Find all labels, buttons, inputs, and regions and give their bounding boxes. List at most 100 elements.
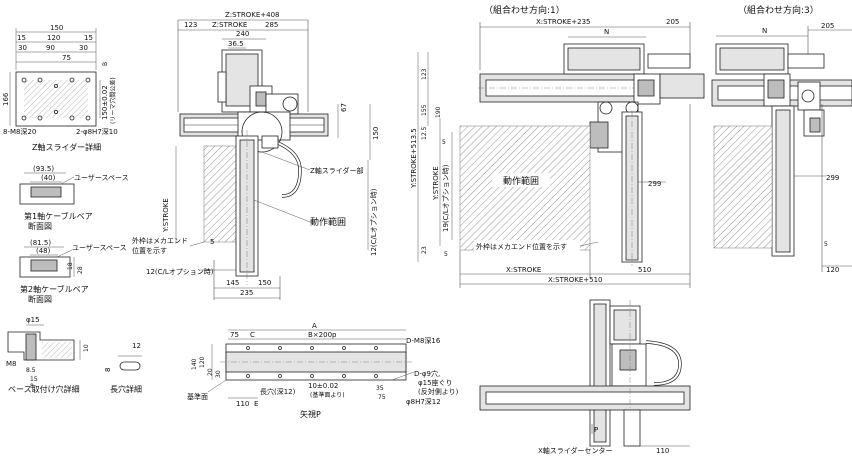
- dim-123-top: 123: [421, 68, 428, 80]
- dim-z-stroke: Z:STROKE: [212, 21, 247, 29]
- dim-75: 75: [62, 54, 71, 62]
- dim-36-5: 36.5: [228, 40, 244, 48]
- x-slider-center: X軸スライダーセンター: [538, 446, 613, 455]
- dim-C: C: [250, 331, 255, 339]
- tol-10: 10±0.02: [308, 382, 338, 390]
- dim-N-right: N: [762, 27, 767, 35]
- dim-67: 67: [340, 103, 348, 112]
- dim-299-right: 299: [826, 174, 839, 182]
- dim-15-base: 15: [30, 376, 38, 383]
- top-view-direction-3: N 205 299 5 120: [711, 22, 852, 274]
- tol-note: (基準面より): [310, 391, 345, 399]
- dim-15b: 15: [84, 34, 93, 42]
- dim-110-bottom: 110: [236, 400, 249, 408]
- dim-30a: 30: [18, 44, 27, 52]
- holes-line3: (反対側より): [418, 387, 459, 396]
- pin-2-phi8: 2-φ8H7深10: [76, 127, 118, 136]
- dim-phi15: φ15: [26, 316, 40, 324]
- holes-line2: φ15座ぐり: [418, 378, 453, 387]
- dim-23: 23: [421, 246, 428, 254]
- tap-8-m8: 8-M8深20: [3, 127, 36, 136]
- dim-145: 145: [226, 279, 239, 287]
- bottom-view-arrow-p: A 75 C B×200p D-M8深16 140 120 20 30 基準面 …: [187, 322, 459, 419]
- cable-bear-2-section: (81.5) (48) ユーザースペース 18 28 第2軸ケーブルベア 断面図: [19, 239, 127, 304]
- dim-y-stroke-top: Y:STROKE: [432, 166, 440, 201]
- dim-N: N: [604, 28, 609, 36]
- dim-12-slot: 12: [132, 342, 141, 350]
- dim-5-side: 5: [210, 238, 214, 246]
- tap-d-m8: D-M8深16: [406, 336, 441, 345]
- dim-30b: 30: [79, 44, 88, 52]
- base-mounting-hole-detail: φ15 M8 10 8.5 15 8 ベース取付け穴詳細 12 8 長穴詳細: [6, 316, 142, 394]
- arrow-P: P: [594, 426, 598, 434]
- dim-5-top-b: 5: [444, 251, 448, 258]
- dim-tolerance-note: (リーマ穴間公差): [109, 77, 117, 124]
- dim-x-stroke-510: X:STROKE+510: [548, 276, 603, 284]
- dim-110-front: 110: [656, 447, 669, 455]
- dim-A: A: [312, 322, 317, 330]
- cable1-title-line1: 第1軸ケーブルベア: [24, 211, 93, 221]
- dim-m8: M8: [6, 360, 17, 368]
- dim-op-12: 12(C/Lオプション時): [370, 188, 378, 256]
- dim-190: 190: [435, 106, 442, 118]
- dim-205-right: 205: [821, 22, 834, 30]
- dim-y-stroke-513: Y:STROKE+513.5: [410, 128, 418, 189]
- dim-B: B: [102, 62, 109, 66]
- outer-frame-line1: 外枠はメカエンド: [132, 236, 188, 245]
- dim-150-bottom: 150: [258, 279, 271, 287]
- dim-240: 240: [236, 30, 249, 38]
- base-hole-title: ベース取付け穴詳細: [8, 384, 80, 394]
- front-view: P X軸スライダーセンター 110: [479, 299, 691, 455]
- cable2-user-space: ユーザースペース: [72, 244, 127, 252]
- header-direction-1: （組合わせ方向:1）: [484, 4, 565, 16]
- dim-75-bottom: 75: [230, 331, 239, 339]
- dim-150-tolerance: 150±0.02: [101, 85, 109, 120]
- z-slider-part: Z軸スライダー部: [310, 166, 364, 175]
- slot-detail-title: 長穴詳細: [110, 384, 142, 394]
- dim-510: 510: [638, 266, 651, 274]
- dim-B-200p: B×200p: [308, 331, 337, 339]
- dim-18: 18: [67, 262, 74, 270]
- dim-299: 299: [648, 180, 661, 188]
- dim-z-stroke-408: Z:STROKE+408: [225, 11, 280, 19]
- z-slider-detail: 150 15 120 15 30 90 30 75 166 150±0.02 (…: [2, 24, 118, 152]
- top-outer-frame: 外枠はメカエンド位置を示す: [476, 242, 567, 251]
- dim-205: 205: [666, 18, 679, 26]
- dim-E: E: [254, 400, 258, 408]
- dim-8-base: 8: [30, 383, 34, 390]
- cable2-title-line1: 第2軸ケーブルベア: [20, 284, 89, 294]
- slot-depth: 長穴(深12): [260, 387, 296, 396]
- dim-5-top: 5: [442, 139, 446, 146]
- dim-120-bottom: 120: [199, 356, 206, 368]
- dim-235: 235: [240, 289, 253, 297]
- dim-48: (48): [36, 247, 51, 255]
- pin-phi8: φ8H7深12: [406, 397, 441, 406]
- dim-10-base: 10: [83, 344, 90, 352]
- dim-op-12b: 12(C/Lオプション時): [146, 268, 214, 276]
- dim-8-5: 8.5: [26, 367, 36, 374]
- dim-93-5: (93.5): [33, 165, 54, 173]
- dim-140: 140: [191, 358, 198, 370]
- z-slider-detail-title: Z軸スライダー詳細: [32, 142, 101, 152]
- dim-y-stroke: Y:STROKE: [162, 198, 170, 233]
- dim-123: 123: [184, 21, 197, 29]
- dim-120-right: 120: [826, 266, 839, 274]
- dim-81-5: (81.5): [30, 239, 51, 247]
- dim-8-slot: 8: [104, 368, 112, 372]
- dim-75-bottom-b: 75: [378, 394, 386, 401]
- top-view-direction-1: X:STROKE+235 205 N Y:STROKE+513.5 123 15…: [410, 18, 705, 288]
- dim-150: 150: [50, 24, 63, 32]
- cable1-user-space: ユーザースペース: [74, 174, 129, 182]
- dim-285: 285: [265, 21, 278, 29]
- dim-15a: 15: [17, 34, 26, 42]
- dim-5-right: 5: [824, 241, 828, 248]
- dim-40: (40): [41, 174, 56, 182]
- dim-35: 35: [376, 385, 384, 392]
- cable1-title-line2: 断面図: [28, 221, 52, 231]
- outer-frame-line2: 位置を示す: [132, 246, 167, 255]
- dim-20: 20: [207, 368, 214, 376]
- dim-28: 28: [77, 266, 84, 274]
- dim-op-19: 19(C/Lオプション時): [442, 164, 450, 232]
- side-range-label: 動作範囲: [310, 216, 346, 228]
